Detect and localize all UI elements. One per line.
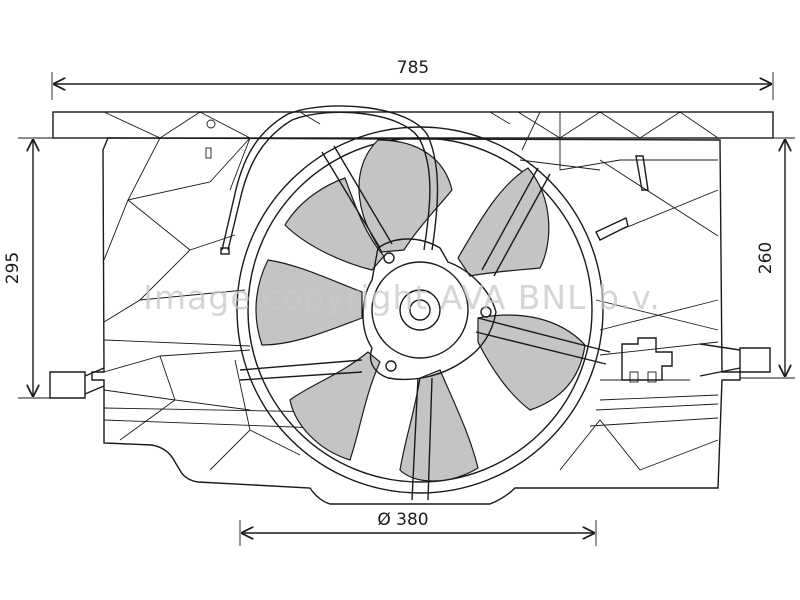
diameter-dimension-label: Ø 380: [377, 510, 428, 530]
fan-blade: [289, 351, 381, 461]
copyright-watermark: Image copyright AVA BNL b.v.: [143, 278, 661, 317]
shroud-frame: [49, 111, 774, 505]
fan-blade: [399, 369, 479, 482]
right-height-dimension: 260: [740, 137, 795, 379]
fan-blade: [284, 177, 385, 271]
width-dimension-label: 785: [397, 58, 429, 78]
left-height-dimension: 295: [3, 137, 60, 399]
motor-wire: [220, 105, 439, 255]
fan-struts: [239, 145, 611, 501]
diameter-dimension: Ø 380: [239, 510, 597, 546]
width-dimension: 785: [51, 58, 774, 100]
fan-blade: [457, 167, 550, 277]
fan-blade: [255, 259, 363, 346]
motor-hub: [362, 238, 497, 381]
left-height-dimension-label: 295: [3, 252, 23, 284]
right-height-dimension-label: 260: [756, 242, 776, 274]
